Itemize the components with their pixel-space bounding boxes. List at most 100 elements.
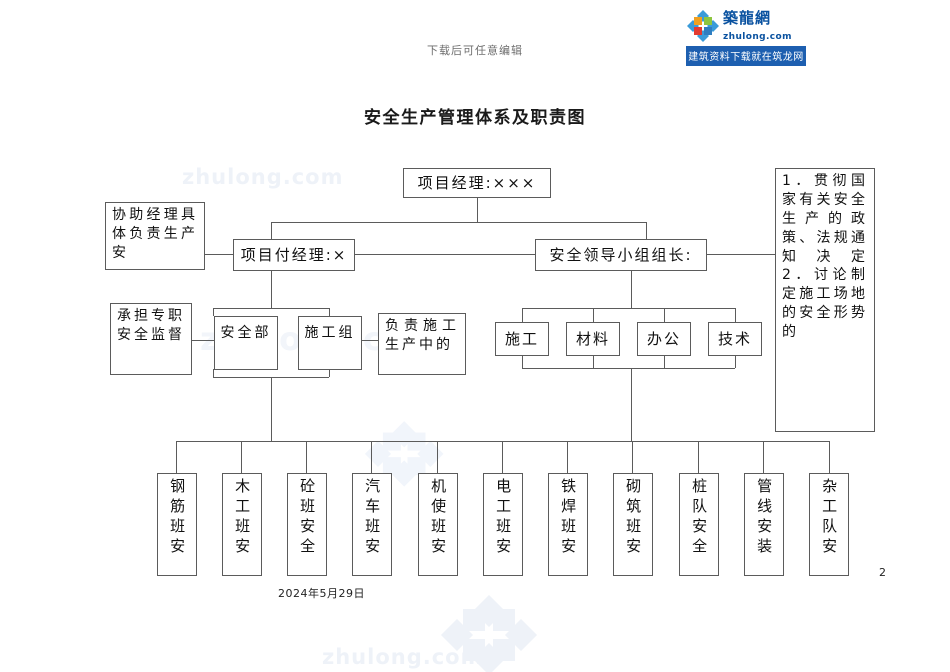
node-subgroup-technology[interactable]: 技术: [708, 322, 762, 356]
connector-team-drop-10: [763, 441, 764, 473]
node-team-piling[interactable]: 桩队安全: [679, 473, 719, 576]
node-team-steel[interactable]: 钢筋班安: [157, 473, 197, 576]
node-label: 材料: [575, 329, 610, 348]
footer-date: 2024年5月29日: [278, 587, 365, 600]
connector-sg3-bottom: [664, 356, 665, 368]
connector-safetylead-to-teams: [631, 368, 632, 441]
node-label: 承担专职安全监督: [117, 308, 185, 343]
node-label: 机使班安: [429, 478, 448, 558]
connector-vicepm-stem: [271, 270, 272, 308]
edit-note: 下载后可任意编辑: [427, 44, 523, 57]
node-label: 电工班安: [494, 478, 513, 558]
node-label: 木工班安: [233, 478, 252, 558]
connector-team-drop-4: [371, 441, 372, 473]
node-team-concrete[interactable]: 砼班安全: [287, 473, 327, 576]
connector-safetylead-drop: [646, 222, 647, 239]
node-label: 铁焊班安: [559, 478, 578, 558]
connector-team-drop-5: [437, 441, 438, 473]
node-label: 施工: [504, 329, 539, 348]
page-number: 2: [879, 566, 886, 579]
connector-team-drop-1: [176, 441, 177, 473]
node-team-masonry[interactable]: 砌筑班安: [613, 473, 653, 576]
connector-team-drop-2: [241, 441, 242, 473]
connector-pm-stem: [477, 197, 478, 223]
node-vice-project-manager[interactable]: 项目付经理:×: [233, 239, 355, 271]
connector-team-drop-11: [829, 441, 830, 473]
connector-team-drop-8: [632, 441, 633, 473]
node-subgroup-office[interactable]: 办公: [637, 322, 691, 356]
node-team-carpentry[interactable]: 木工班安: [222, 473, 262, 576]
connector-constrgrp-bottom: [329, 369, 330, 377]
node-label: 桩队安全: [690, 478, 709, 558]
node-label: 砌筑班安: [624, 478, 643, 558]
connector-team-bus: [176, 441, 830, 442]
node-project-manager[interactable]: 项目经理:×××: [403, 168, 551, 198]
node-team-machinery[interactable]: 机使班安: [418, 473, 458, 576]
connector-sg1-top: [522, 308, 523, 322]
page-title: 安全生产管理体系及职责图: [364, 108, 586, 128]
connector-sg4-bottom: [735, 356, 736, 368]
node-label: 管线安装: [755, 478, 774, 558]
brand-banner: 建筑资料下载就在筑龙网: [686, 46, 806, 66]
connector-vicepm-to-teams: [271, 377, 272, 441]
connector-supervise-safetydept: [192, 340, 214, 341]
node-label: 办公: [646, 329, 681, 348]
connector-team-drop-9: [698, 441, 699, 473]
connector-sg2-top: [593, 308, 594, 322]
node-production-responsibility[interactable]: 负责施工生产中的: [378, 313, 466, 375]
node-team-electrician[interactable]: 电工班安: [483, 473, 523, 576]
connector-sg1-bottom: [522, 356, 523, 368]
node-label: 杂工队安: [820, 478, 839, 558]
connector-team-drop-7: [567, 441, 568, 473]
node-subgroup-construction[interactable]: 施工: [495, 322, 549, 356]
connector-constrgrp-top: [329, 308, 330, 316]
connector-team-drop-3: [306, 441, 307, 473]
brand-domain: zhulong.com: [723, 32, 792, 42]
watermark-text-top: zhulong.com: [182, 165, 344, 189]
connector-team-drop-6: [502, 441, 503, 473]
connector-subgroup-top-bus: [522, 308, 735, 309]
node-full-time-supervision[interactable]: 承担专职安全监督: [110, 303, 192, 375]
brand-name-cn: 築龍網: [723, 9, 772, 27]
node-subgroup-material[interactable]: 材料: [566, 322, 620, 356]
node-label: 1．贯彻国家有关安全生产的政策、法规通知决定 2．讨论制定施工场地的安全形势的: [782, 173, 868, 341]
node-team-welding[interactable]: 铁焊班安: [548, 473, 588, 576]
connector-sg3-top: [664, 308, 665, 322]
node-safety-group-duties[interactable]: 1．贯彻国家有关安全生产的政策、法规通知决定 2．讨论制定施工场地的安全形势的: [775, 168, 875, 432]
watermark-logo-mid: [435, 595, 545, 672]
node-team-pipeline[interactable]: 管线安装: [744, 473, 784, 576]
node-label: 钢筋班安: [168, 478, 187, 558]
node-label: 砼班安全: [298, 478, 317, 558]
node-assist-manager[interactable]: 协助经理具体负责生产安: [105, 202, 205, 270]
connector-dept-top-bus: [213, 308, 329, 309]
node-label: 协助经理具体负责生产安: [112, 207, 198, 261]
connector-constrgrp-prodresp: [362, 340, 378, 341]
connector-subgroup-bottom-bus: [522, 368, 735, 369]
node-team-vehicle[interactable]: 汽车班安: [352, 473, 392, 576]
connector-safetylead-duties: [707, 254, 775, 255]
connector-vicepm-drop: [271, 222, 272, 239]
node-label: 项目经理:×××: [417, 173, 537, 192]
node-label: 安全领导小组组长:: [549, 245, 693, 264]
node-safety-group-leader[interactable]: 安全领导小组组长:: [535, 239, 707, 271]
connector-vicepm-safetylead: [355, 254, 535, 255]
node-label: 施工组: [304, 325, 356, 341]
node-label: 汽车班安: [363, 478, 382, 558]
zhulong-pinwheel-icon: [686, 9, 720, 43]
brand-logo: 築龍網 zhulong.com 建筑资料下载就在筑龙网: [686, 8, 806, 66]
node-label: 项目付经理:×: [240, 245, 348, 264]
connector-safetydept-bottom: [213, 369, 214, 377]
connector-safetylead-stem: [631, 270, 632, 308]
node-team-general-labor[interactable]: 杂工队安: [809, 473, 849, 576]
node-safety-department[interactable]: 安全部: [214, 316, 278, 370]
connector-assist-vicepm: [205, 254, 233, 255]
connector-sg2-bottom: [593, 356, 594, 368]
connector-safetydept-top: [213, 308, 214, 316]
node-label: 安全部: [220, 325, 272, 341]
node-label: 技术: [717, 329, 752, 348]
connector-level2-bus: [271, 222, 646, 223]
node-construction-group[interactable]: 施工组: [298, 316, 362, 370]
node-label: 负责施工生产中的: [385, 318, 459, 353]
